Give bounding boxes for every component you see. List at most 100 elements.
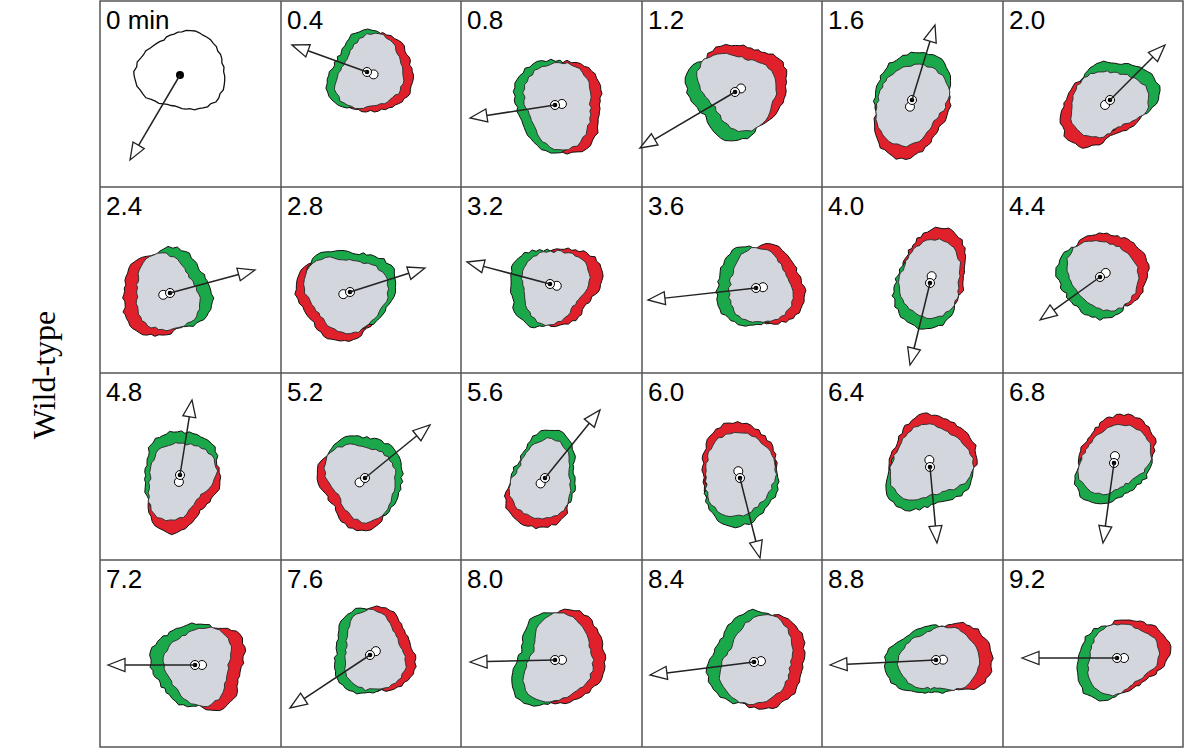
time-label: 3.2: [467, 193, 503, 219]
arrow-head: [648, 292, 666, 305]
motion-arrow: [304, 655, 370, 699]
motion-arrow: [1054, 277, 1100, 310]
cell-outline: [505, 410, 601, 529]
time-label: 1.6: [828, 7, 864, 33]
time-label: 3.6: [648, 193, 684, 219]
time-label: 2.8: [287, 193, 323, 219]
arrow-head: [584, 410, 600, 427]
cell-overlap: [729, 248, 794, 323]
motion-arrow: [740, 478, 756, 542]
cell-overlap: [876, 64, 950, 147]
cell-outline: [108, 623, 246, 711]
motion-arrow: [930, 467, 935, 526]
motion-arrow: [365, 436, 417, 478]
cell-outline: [1040, 233, 1149, 320]
arrow-head: [470, 109, 488, 122]
arrow-head: [292, 45, 310, 57]
motion-arrow: [308, 51, 367, 72]
cell-outline: [470, 609, 606, 706]
motion-arrow: [912, 41, 930, 100]
row-label: Wild-type: [28, 311, 60, 439]
motion-arrow: [665, 288, 756, 298]
arrow-head: [1022, 652, 1039, 665]
cell-overlap: [523, 63, 592, 150]
motion-arrow: [667, 662, 754, 673]
cell-overlap: [697, 53, 777, 131]
cell-outline: [1022, 620, 1171, 701]
arrow-head: [830, 658, 847, 671]
cell-outline: [648, 244, 806, 327]
cell-outline: [640, 44, 787, 148]
motion-arrow: [483, 266, 550, 284]
cell-outline: [467, 248, 603, 328]
time-label: 7.2: [106, 566, 142, 592]
motion-arrow: [655, 92, 735, 139]
time-label: 4.4: [1009, 193, 1045, 219]
cell-outline: [1074, 414, 1156, 543]
time-label: 0 min: [106, 7, 170, 33]
time-label: 0.4: [287, 7, 323, 33]
time-label: 8.4: [648, 566, 684, 592]
time-label: 8.0: [467, 566, 503, 592]
time-label: 6.8: [1009, 379, 1045, 405]
cell-outline: [650, 609, 805, 709]
cell-overlap: [521, 250, 590, 325]
arrow-head: [108, 659, 125, 672]
cell-outline: [1060, 45, 1165, 148]
cell-outline: [130, 30, 225, 160]
cell-overlap: [1088, 624, 1160, 696]
cell-overlap: [136, 253, 200, 331]
cell-overlap: [304, 257, 389, 334]
arrow-head: [130, 142, 144, 160]
motion-arrow: [1039, 657, 1117, 659]
arrow-head: [908, 347, 921, 365]
cell-outline: [317, 425, 430, 531]
arrow-head: [650, 666, 668, 679]
arrow-head: [470, 655, 487, 668]
arrow-head: [1148, 45, 1165, 62]
cell-overlap: [334, 33, 404, 108]
time-label: 1.2: [648, 7, 684, 33]
arrow-head: [467, 260, 485, 273]
time-label: 7.6: [287, 566, 323, 592]
time-label: 4.0: [828, 193, 864, 219]
cell-outline: [873, 25, 951, 160]
arrow-head: [237, 268, 255, 281]
motion-arrow: [487, 660, 555, 662]
cell-overlap: [1067, 241, 1139, 312]
motion-arrow: [180, 417, 189, 475]
time-label: 0.8: [467, 7, 503, 33]
motion-arrow: [1105, 463, 1114, 526]
cell-outline: [145, 400, 221, 535]
cell-overlap: [324, 444, 396, 523]
cell-outline: [123, 246, 255, 336]
arrow-head: [1099, 525, 1112, 543]
cell-overlap: [1078, 424, 1152, 494]
arrow-head: [924, 25, 936, 43]
arrow-head: [413, 425, 430, 441]
time-label: 4.8: [106, 379, 142, 405]
time-label: 5.2: [287, 379, 323, 405]
arrow-head: [183, 400, 196, 418]
motion-arrow: [487, 105, 555, 115]
motion-arrow: [125, 664, 195, 666]
cell-overlap: [163, 627, 232, 707]
time-label: 9.2: [1009, 566, 1045, 592]
time-label: 8.8: [828, 566, 864, 592]
cell-outline: [470, 59, 602, 154]
cell-outline: [290, 606, 416, 708]
cell-overlap: [705, 432, 776, 516]
motion-arrow: [847, 660, 936, 664]
cell-overlap: [719, 615, 793, 705]
motion-arrow: [914, 283, 930, 348]
time-label: 2.0: [1009, 7, 1045, 33]
cell-shape: [134, 30, 225, 110]
arrow-head: [750, 540, 763, 558]
cell-outline: [292, 29, 414, 112]
time-label: 2.4: [106, 193, 142, 219]
arrow-head: [1040, 305, 1058, 320]
time-label: 6.4: [828, 379, 864, 405]
arrow-head: [929, 525, 942, 543]
arrow-head: [407, 267, 425, 279]
cell-outline: [886, 413, 977, 543]
